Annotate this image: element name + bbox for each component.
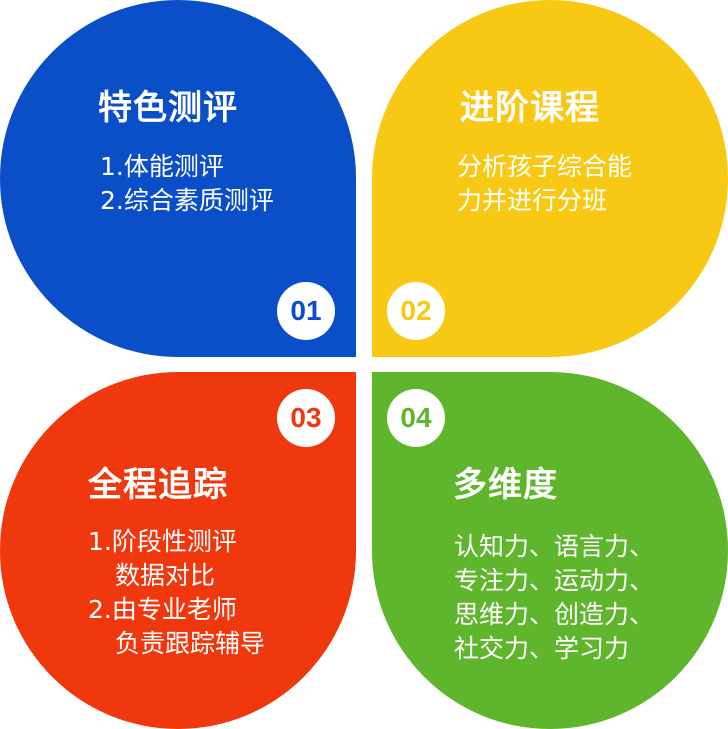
step-number-badge: 02 <box>387 282 445 340</box>
petal-full-tracking: 03 全程追踪 1.阶段性测评 数据对比 2.由专业老师 负责跟踪辅导 <box>0 372 356 729</box>
description-line: 社交力、学习力 <box>454 634 630 663</box>
description-line: 数据对比 <box>115 561 216 590</box>
petal-description: 分析孩子综合能 力并进行分班 <box>457 150 632 218</box>
description-line: 力并进行分班 <box>457 186 608 215</box>
petal-advanced-course: 进阶课程 分析孩子综合能 力并进行分班 02 <box>372 0 728 357</box>
petal-title: 全程追踪 <box>88 465 228 505</box>
step-number-badge: 01 <box>277 282 335 340</box>
petal-description: 认知力、语言力、 专注力、运动力、 思维力、创造力、 社交力、学习力 <box>454 530 654 666</box>
description-line: 分析孩子综合能 <box>457 152 633 181</box>
petal-multi-dimension: 04 多维度 认知力、语言力、 专注力、运动力、 思维力、创造力、 社交力、学习… <box>372 372 728 729</box>
petal-title: 多维度 <box>453 465 558 505</box>
description-line: 认知力、语言力、 <box>454 532 655 561</box>
petal-description: 1.阶段性测评 数据对比 2.由专业老师 负责跟踪辅导 <box>88 525 265 661</box>
step-number-badge: 03 <box>277 389 335 447</box>
petal-title: 进阶课程 <box>460 88 600 128</box>
description-line: 专注力、运动力、 <box>454 566 655 595</box>
description-line: 1.阶段性测评 <box>88 527 237 556</box>
description-line: 1.体能测评 <box>100 152 224 181</box>
petal-description: 1.体能测评 2.综合素质测评 <box>100 150 274 218</box>
description-line: 2.综合素质测评 <box>100 186 274 215</box>
petal-special-assessment: 特色测评 1.体能测评 2.综合素质测评 01 <box>0 0 356 357</box>
petal-title: 特色测评 <box>98 88 238 128</box>
description-line: 思维力、创造力、 <box>454 600 655 629</box>
step-number-badge: 04 <box>387 389 445 447</box>
description-line: 负责跟踪辅导 <box>115 629 266 658</box>
description-line: 2.由专业老师 <box>88 595 237 624</box>
